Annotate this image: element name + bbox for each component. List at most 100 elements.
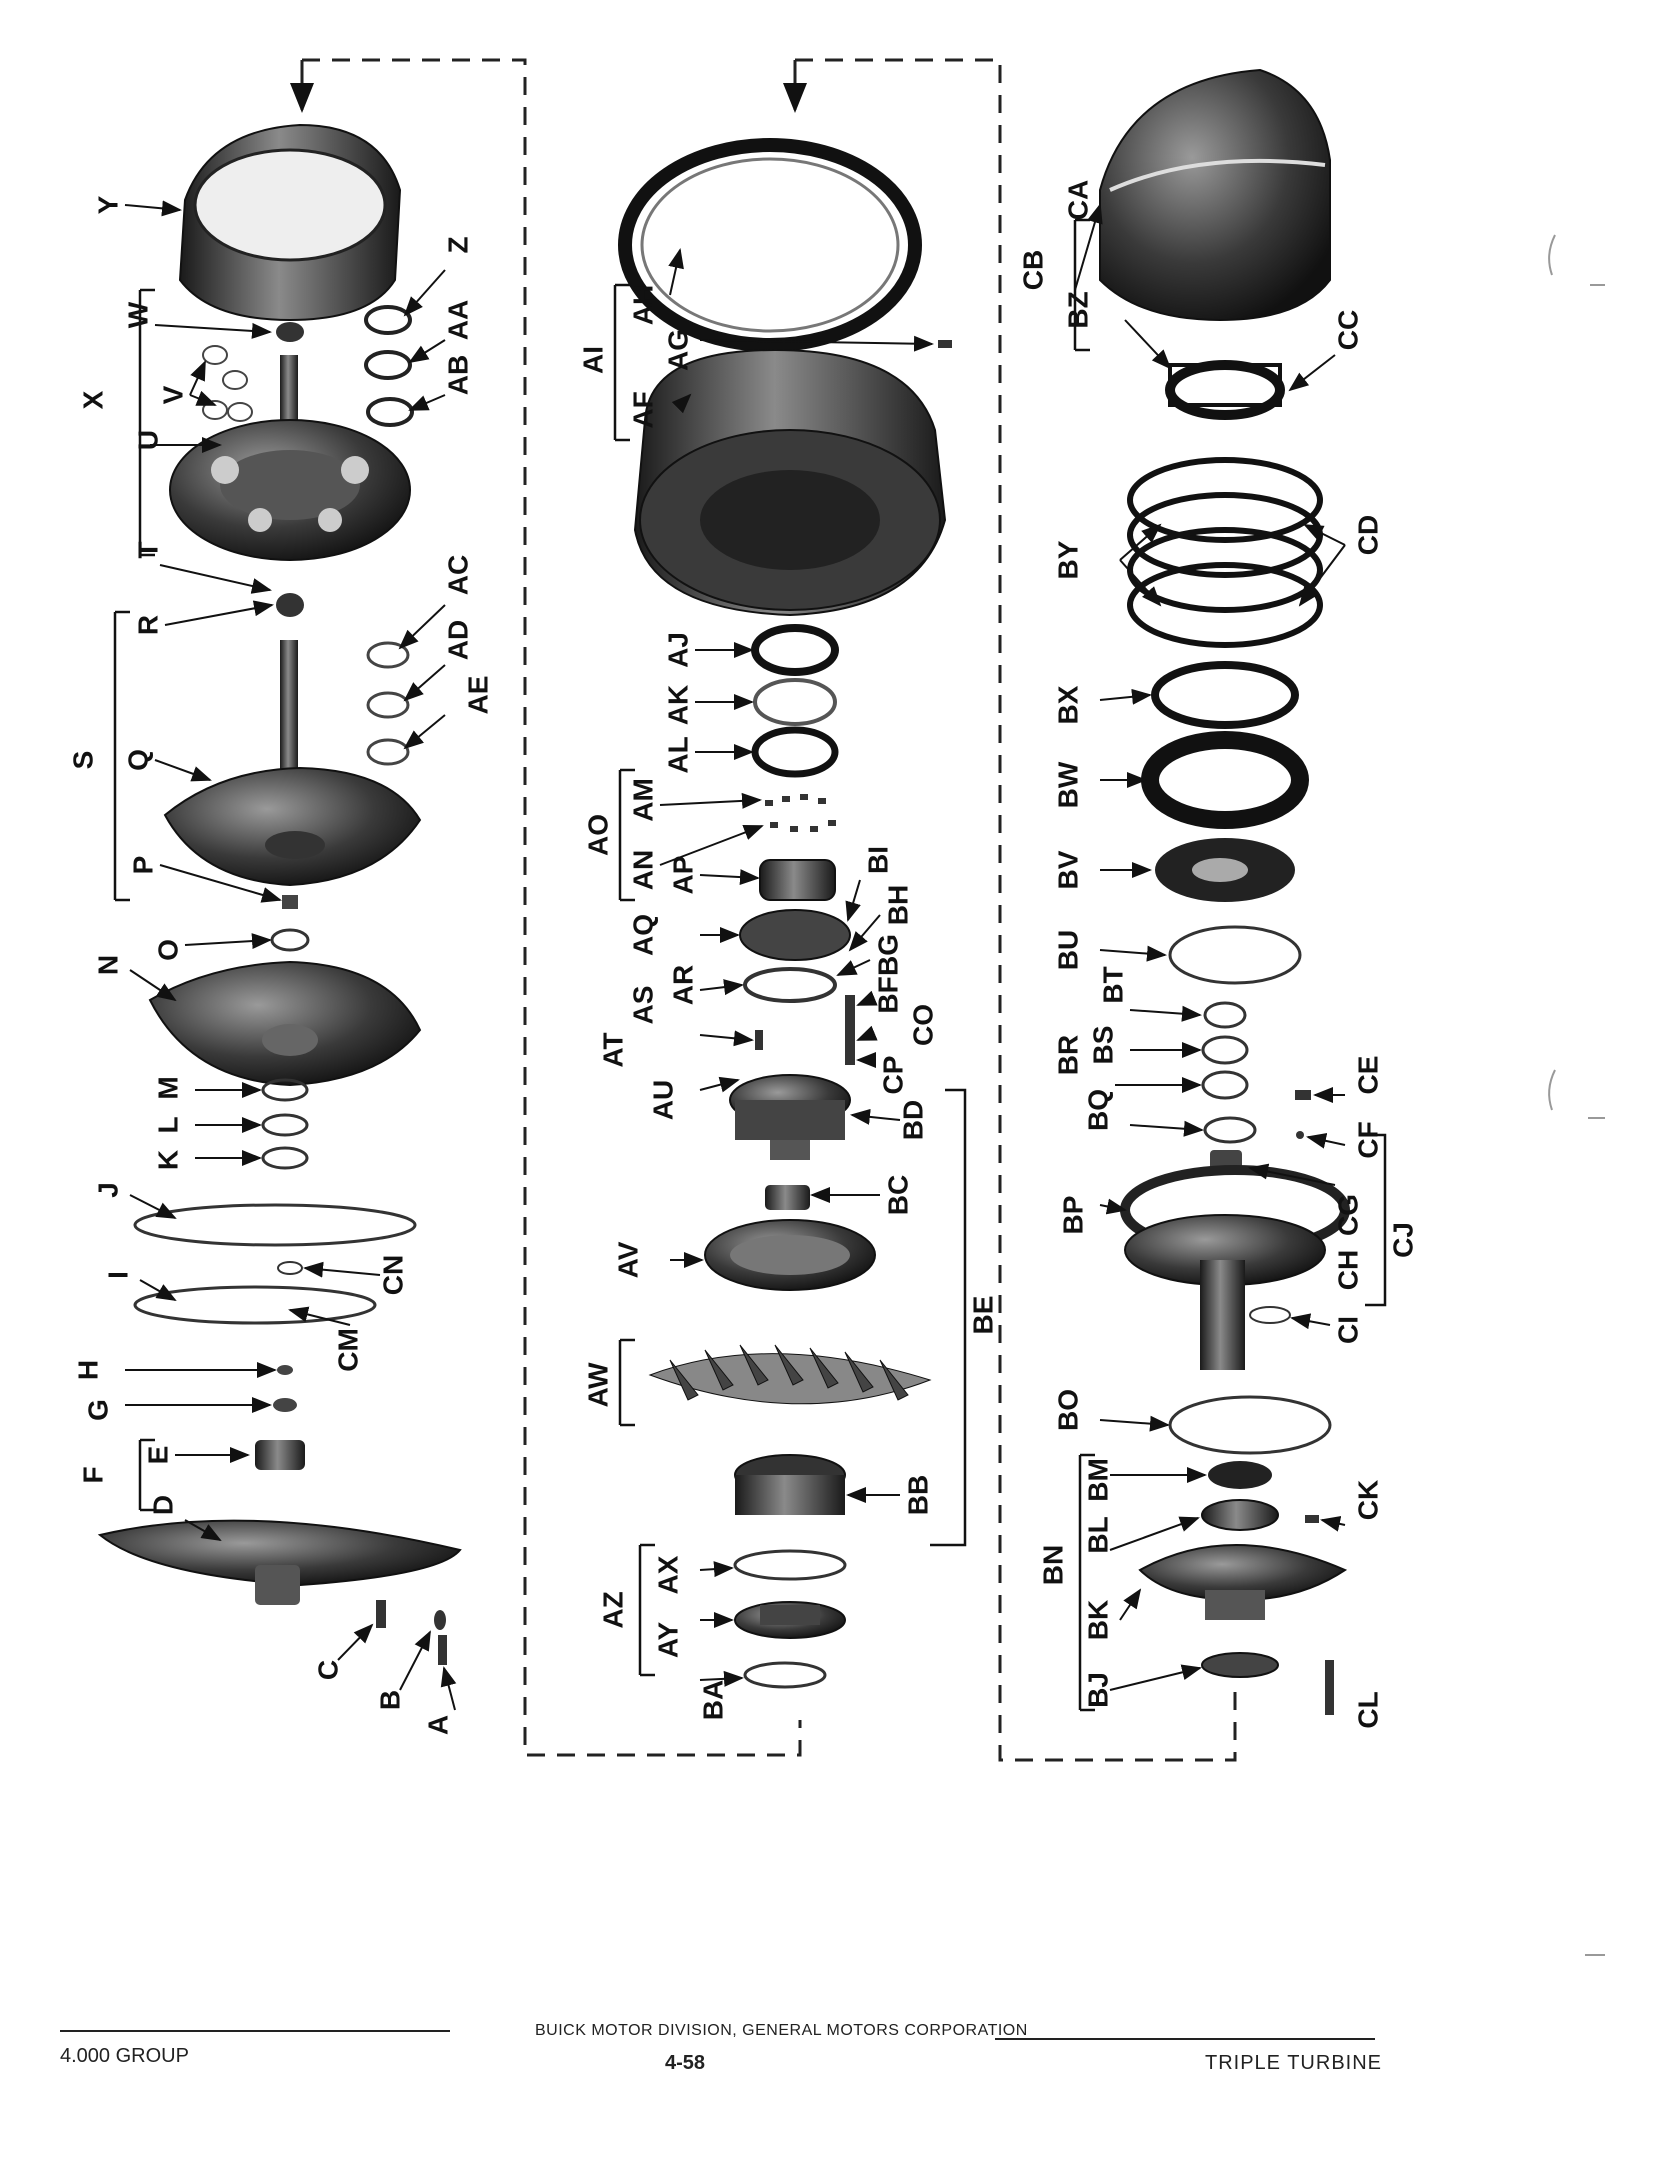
label-BU: BU (1052, 930, 1083, 970)
label-AX: AX (652, 1555, 683, 1594)
label-AL: AL (662, 736, 693, 773)
label-Q: Q (122, 749, 153, 771)
part-BW-plate (1141, 731, 1309, 829)
part-BJ-bushing (1201, 1652, 1279, 1678)
label-AT: AT (597, 1032, 628, 1067)
part-AV-housing (704, 1219, 876, 1291)
label-V: V (157, 385, 188, 404)
label-CL: CL (1352, 1691, 1383, 1728)
label-E: E (142, 1446, 173, 1465)
part-BF-CO-CP-pins (845, 995, 855, 1065)
label-AR: AR (667, 965, 698, 1005)
part-A-screw (438, 1635, 447, 1665)
part-BB-hub (734, 1454, 846, 1515)
label-BH: BH (882, 885, 913, 925)
part-H (277, 1365, 293, 1375)
label-CJ: CJ (1387, 1222, 1418, 1258)
label-CP: CP (877, 1056, 908, 1095)
part-BK-cover (1138, 1544, 1348, 1620)
label-L: L (152, 1116, 183, 1133)
label-P: P (127, 856, 158, 875)
footer-group: 4.000 GROUP (60, 2045, 189, 2067)
label-BO: BO (1052, 1389, 1083, 1431)
part-BV-piston (1155, 838, 1295, 902)
part-BT-BS-BR-rings (1201, 1001, 1249, 1100)
label-BI: BI (862, 846, 893, 874)
label-CH: CH (1332, 1250, 1363, 1290)
label-C: C (312, 1660, 343, 1680)
label-BG: BG (872, 934, 903, 976)
part-Z-AA-AB-rings (364, 305, 414, 427)
part-E-bearing (255, 1440, 305, 1470)
part-T-carrier (169, 419, 411, 561)
label-AK: AK (662, 685, 693, 725)
label-J: J (92, 1182, 123, 1198)
label-BR: BR (1052, 1035, 1083, 1075)
part-Q-shaft (280, 640, 298, 770)
part-AG-pin (938, 340, 952, 348)
part-BM-bearing (1208, 1461, 1272, 1489)
label-B: B (374, 1690, 405, 1710)
label-BY: BY (1052, 540, 1083, 579)
label-CG: CG (1332, 1194, 1363, 1236)
part-AY-gear (734, 1601, 846, 1639)
label-AE: AE (462, 676, 493, 715)
label-AO: AO (582, 814, 613, 856)
part-AJ-AK-AL-washers (751, 624, 839, 778)
label-CF: CF (1352, 1121, 1383, 1158)
part-CK-pin (1305, 1515, 1319, 1523)
label-BA: BA (697, 1680, 728, 1720)
label-N: N (92, 955, 123, 975)
part-AF-shell (633, 348, 947, 617)
label-BJ: BJ (1082, 1672, 1113, 1708)
label-W: W (122, 301, 153, 328)
label-BV: BV (1052, 850, 1083, 889)
part-AC-AD-AE-rings (366, 641, 410, 766)
part-R (276, 593, 304, 617)
part-BY-CD-springs (1127, 457, 1323, 648)
part-W (276, 322, 304, 342)
footer-page-number: 4-58 (665, 2052, 706, 2074)
part-Y-drum (178, 123, 402, 322)
label-CI: CI (1332, 1316, 1363, 1344)
label-A: A (422, 1715, 453, 1735)
part-BO-seal (1168, 1395, 1332, 1455)
label-CA: CA (1062, 180, 1093, 220)
footer-publisher: BUICK MOTOR DIVISION, GENERAL MOTORS COR… (535, 2022, 1028, 2039)
label-M: M (152, 1076, 183, 1099)
label-BW: BW (1052, 761, 1083, 808)
label-BD: BD (897, 1100, 928, 1140)
label-AN: AN (627, 850, 658, 890)
part-Q-turbine (163, 766, 422, 887)
label-AV: AV (612, 1241, 643, 1278)
label-CN: CN (377, 1255, 408, 1295)
label-D: D (147, 1495, 178, 1515)
label-CB: CB (1017, 250, 1048, 290)
label-AA: AA (442, 300, 473, 340)
part-N-stator (148, 960, 422, 1087)
label-AD: AD (442, 620, 473, 660)
part-V-rings (202, 345, 253, 422)
part-BL-bearing (1201, 1499, 1279, 1531)
scan-marks (1548, 234, 1605, 1956)
label-BF: BF (872, 976, 903, 1013)
label-AS: AS (627, 986, 658, 1025)
label-Y: Y (92, 195, 123, 214)
label-K: K (152, 1150, 183, 1170)
footer-rule-left (60, 2030, 450, 2032)
leader-arrows (124, 200, 1346, 1711)
label-BQ: BQ (1082, 1089, 1113, 1131)
label-AM: AM (627, 778, 658, 822)
label-AB: AB (442, 355, 473, 395)
label-CO: CO (907, 1004, 938, 1046)
label-I: I (102, 1271, 133, 1279)
part-G (273, 1398, 297, 1412)
part-BC-bushing (765, 1185, 810, 1210)
part-I-seal (133, 1285, 377, 1325)
label-BM: BM (1082, 1458, 1113, 1502)
label-G: G (82, 1399, 113, 1421)
dashed-connector-left (302, 58, 802, 1757)
label-BL: BL (1082, 1516, 1113, 1553)
